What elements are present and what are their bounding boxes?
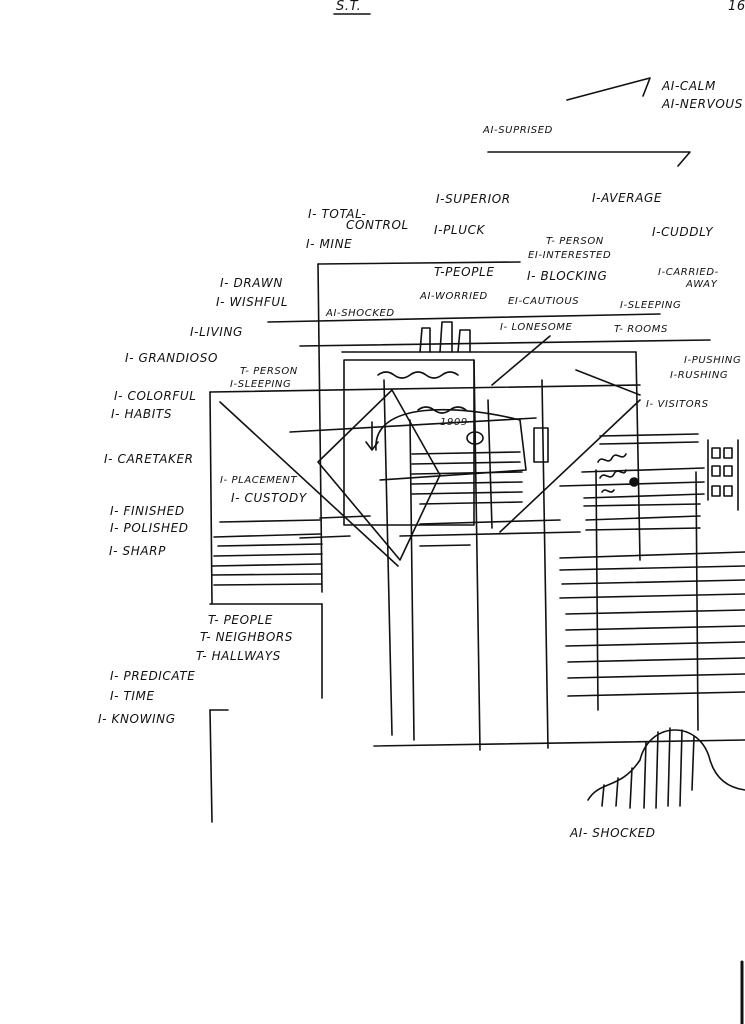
- label-ai-worried: AI-WORRIED: [419, 291, 488, 302]
- label-t-rooms: T- ROOMS: [614, 324, 668, 335]
- hatching-right: [559, 551, 745, 697]
- window-2: [723, 447, 733, 459]
- left-box-side: [209, 391, 213, 605]
- top-horizontal: [317, 261, 521, 265]
- label-grandioso: I- GRANDIOSO: [125, 351, 218, 365]
- funnel-3: [457, 329, 471, 353]
- label-placement: I- PLACEMENT: [220, 475, 298, 486]
- building-vertical-6: [487, 399, 493, 529]
- label-pushing: I-PUSHING: [684, 355, 741, 366]
- label-finished: I- FINISHED: [110, 504, 185, 518]
- porthole: [466, 431, 484, 445]
- label-colorful: I- COLORFUL: [114, 389, 197, 403]
- scribble: [597, 453, 627, 493]
- building-vertical-3: [541, 379, 549, 749]
- label-ei-interested: EI-INTERESTED: [528, 250, 611, 261]
- label-sleeping-left: I-SLEEPING: [230, 379, 291, 390]
- label-t-hallways: T- HALLWAYS: [196, 649, 281, 663]
- wave-1: [377, 371, 459, 379]
- label-ai-shocked-bottom: AI- SHOCKED: [569, 826, 656, 840]
- label-living: I-LIVING: [190, 325, 243, 339]
- label-predicate: I- PREDICATE: [110, 669, 195, 683]
- horizontal-line-3: [209, 384, 641, 393]
- diagonal-top: [491, 335, 551, 386]
- label-pluck: I-PLUCK: [434, 223, 486, 237]
- label-polished: I- POLISHED: [110, 521, 189, 535]
- ship-frame: [343, 359, 475, 526]
- hatching-left: [211, 519, 323, 586]
- label-superior: I-SUPERIOR: [436, 192, 511, 206]
- header-initials: S.T.: [336, 0, 361, 14]
- label-rushing: I-RUSHING: [670, 370, 728, 381]
- vertical-line-left: [317, 263, 323, 593]
- label-mine: I- MINE: [306, 237, 352, 251]
- label-carried-away-1: I-CARRIED-: [658, 267, 719, 278]
- window-3: [711, 465, 721, 477]
- label-carried-away-2: AWAY: [685, 279, 718, 290]
- label-t-neighbors: T- NEIGHBORS: [200, 630, 293, 644]
- label-ai-nervous: AI-NERVOUS: [661, 97, 743, 111]
- building-vertical-5: [695, 471, 699, 731]
- label-custody: I- CUSTODY: [231, 491, 308, 505]
- diagonal-left: [219, 401, 399, 567]
- label-visitors: I- VISITORS: [646, 399, 709, 410]
- label-habits: I- HABITS: [111, 407, 172, 421]
- building-mid-vertical: [473, 359, 481, 751]
- window-1: [711, 447, 721, 459]
- label-ai-suprised: AI-SUPRISED: [482, 125, 553, 136]
- window-5: [711, 485, 721, 497]
- label-blocking: I- BLOCKING: [527, 269, 607, 283]
- ground-line: [373, 739, 745, 747]
- label-t-people-mid: T-PEOPLE: [434, 265, 495, 279]
- label-t-person-top: T- PERSON: [546, 236, 604, 247]
- diagonal-right: [499, 399, 641, 533]
- label-time: I- TIME: [110, 689, 155, 703]
- building-right: [635, 351, 641, 561]
- label-wishful: I- WISHFUL: [216, 295, 288, 309]
- label-ei-cautious: EI-CAUTIOUS: [508, 296, 579, 307]
- label-total-control-1: I- TOTAL-: [308, 207, 366, 221]
- label-ai-shocked-small: AI-SHOCKED: [325, 308, 395, 319]
- horizontal-line-1: [267, 313, 661, 323]
- label-sharp: I- SHARP: [109, 544, 166, 558]
- arrow-head: [365, 441, 379, 451]
- label-cuddly: I-CUDDLY: [652, 225, 714, 239]
- ai-calm-stroke: [566, 77, 651, 101]
- bottom-left-vertical: [209, 709, 213, 823]
- label-ai-calm: AI-CALM: [661, 79, 716, 93]
- label-t-person-left: T- PERSON: [240, 366, 298, 377]
- funnel-1: [419, 327, 431, 353]
- window-4: [723, 465, 733, 477]
- ship-vertical-2: [409, 419, 415, 741]
- label-lonesome: I- LONESOME: [500, 322, 573, 333]
- label-knowing: I- KNOWING: [98, 712, 176, 726]
- building-vertical-4: [595, 469, 599, 711]
- window-small: [533, 427, 549, 463]
- funnel-2: [439, 321, 453, 353]
- ai-suprised-stroke: [487, 151, 691, 167]
- label-drawn: I- DRAWN: [220, 276, 283, 290]
- diagonal-small: [575, 369, 641, 396]
- window-6: [723, 485, 733, 497]
- dome-strokes: [601, 727, 695, 809]
- label-total-control-2: CONTROL: [346, 218, 409, 232]
- horizontal-line-2: [299, 339, 711, 347]
- diamond-shape: [317, 389, 441, 561]
- page-number: 16: [728, 0, 745, 14]
- hatching-center: [299, 433, 705, 547]
- cross-line: [289, 417, 537, 433]
- label-average: I-AVERAGE: [592, 191, 662, 205]
- dome-shape: [587, 729, 745, 801]
- label-sleeping-right: I-SLEEPING: [620, 300, 681, 311]
- label-t-people-lower: T- PEOPLE: [208, 613, 273, 627]
- label-caretaker: I- CARETAKER: [104, 452, 194, 466]
- wave-2: [417, 406, 467, 414]
